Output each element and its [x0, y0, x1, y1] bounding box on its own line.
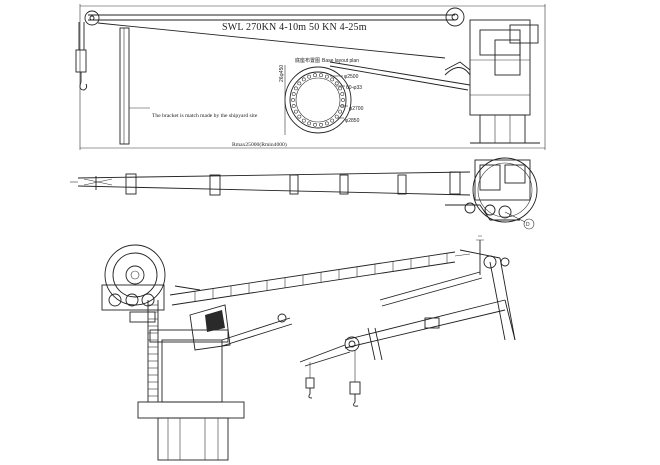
- plan-view: D: [70, 157, 538, 230]
- base-plan-title-cn: 底座布置图: [295, 57, 320, 64]
- bolt-hole: [297, 81, 302, 86]
- bolt-hole: [291, 92, 296, 96]
- bolt-hole: [319, 73, 323, 78]
- bolt-hole: [334, 81, 339, 86]
- bolt-hole: [293, 109, 298, 114]
- bolt-hole: [340, 92, 345, 96]
- rating-label: SWL 270KN 4-10m 50 KN 4-25m: [222, 22, 367, 33]
- dim-3: φ2700: [349, 106, 364, 112]
- bolt-hole: [330, 118, 335, 123]
- bolt-hole: [338, 109, 343, 114]
- bolt-ring: [291, 73, 345, 127]
- radius-label: Rmax25000(Rmin4000): [232, 141, 287, 148]
- dim-1: φ2500: [344, 74, 359, 80]
- base-plan-title-en: Base layout plan: [322, 58, 359, 64]
- bracket-note: The bracket is match made by the shipyar…: [152, 113, 258, 119]
- bolt-hole: [301, 118, 306, 123]
- bolt-hole: [291, 104, 296, 108]
- bolt-hole: [291, 98, 295, 102]
- bolt-hole: [293, 86, 298, 91]
- dim-2: 60-φ33: [346, 85, 362, 91]
- detail-balloon: D: [526, 222, 530, 228]
- bolt-hole: [341, 98, 345, 102]
- bolt-hole: [313, 73, 317, 78]
- bolt-hole: [334, 114, 339, 119]
- bolt-hole: [324, 121, 329, 126]
- working-elevation: [101, 235, 516, 461]
- side-dim: 26φ450: [279, 65, 285, 82]
- dim-4: φ2850: [345, 118, 360, 124]
- bolt-hole: [307, 121, 312, 126]
- bolt-hole: [330, 77, 335, 82]
- bolt-hole: [324, 74, 329, 79]
- base-layout-plan: 底座布置图 Base layout plan 26φ450 φ2500 60-φ…: [279, 57, 364, 135]
- bolt-hole: [307, 74, 312, 79]
- bolt-hole: [338, 86, 343, 91]
- jib-ribs: [194, 253, 448, 302]
- bolt-hole: [319, 122, 323, 127]
- bolt-hole: [297, 114, 302, 119]
- bolt-hole: [313, 122, 317, 127]
- ladder-rungs: [148, 304, 158, 397]
- bolt-hole: [301, 77, 306, 82]
- elevation-view: The bracket is match made by the shipyar…: [75, 4, 546, 150]
